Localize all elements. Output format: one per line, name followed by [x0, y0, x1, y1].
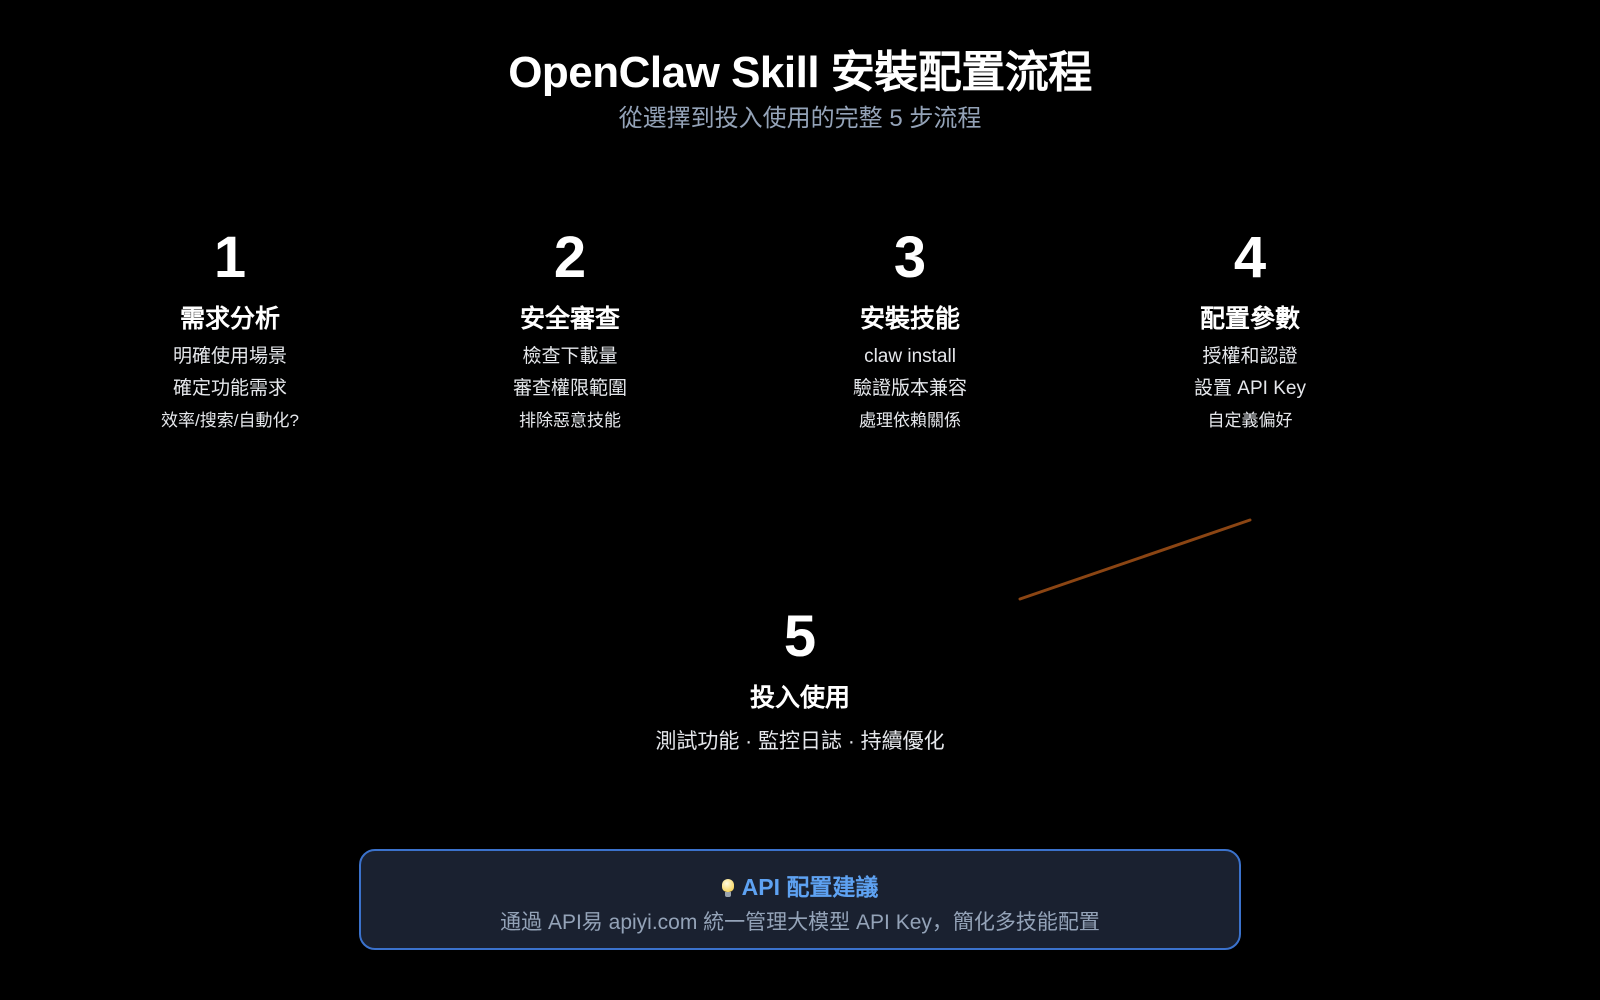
step-detail: claw install — [864, 346, 956, 367]
step-title: 安全審查 — [519, 305, 620, 333]
step-title: 安裝技能 — [859, 305, 960, 333]
step-1: 1 需求分析 明確使用場景 確定功能需求 效率/搜索/自動化? — [80, 229, 380, 437]
step-number: 2 — [553, 225, 587, 290]
api-tip-box: API 配置建議 通過 API易 apiyi.com 統一管理大模型 API K… — [359, 849, 1241, 950]
step-title: 投入使用 — [749, 684, 850, 712]
step-number: 4 — [1233, 225, 1267, 290]
step-detail: 明確使用場景 — [172, 346, 287, 367]
step-3: 3 安裝技能 claw install 驗證版本兼容 處理依賴關係 — [760, 229, 1060, 437]
step-detail: 測試功能 · 監控日誌 · 持續優化 — [655, 730, 945, 753]
tip-title-text: API 配置建議 — [741, 874, 879, 900]
step-title: 需求分析 — [179, 305, 280, 333]
step-detail: 處理依賴關係 — [859, 411, 961, 430]
step-number: 1 — [213, 225, 247, 290]
step-detail: 確定功能需求 — [172, 378, 287, 399]
step-detail: 檢查下載量 — [522, 346, 618, 367]
step-detail: 授權和認證 — [1202, 346, 1298, 367]
step-detail: 排除惡意技能 — [519, 411, 621, 430]
step-detail: 審查權限範圍 — [512, 378, 627, 399]
step-detail: 效率/搜索/自動化? — [161, 411, 299, 430]
step-detail: 驗證版本兼容 — [852, 378, 967, 399]
lightbulb-icon — [721, 879, 734, 897]
step-5: 5 投入使用 測試功能 · 監控日誌 · 持續優化 — [550, 608, 1050, 758]
step-4: 4 配置參數 授權和認證 設置 API Key 自定義偏好 — [1100, 229, 1400, 437]
page-title: OpenClaw Skill 安裝配置流程 — [508, 48, 1092, 97]
step-detail: 設置 API Key — [1194, 378, 1306, 399]
step-number: 5 — [783, 604, 817, 669]
tip-title: API 配置建議 — [361, 873, 1239, 901]
step-2: 2 安全審查 檢查下載量 審查權限範圍 排除惡意技能 — [420, 229, 720, 437]
step-title: 配置參數 — [1199, 305, 1300, 333]
step-detail: 自定義偏好 — [1207, 411, 1293, 430]
page-subtitle: 從選擇到投入使用的完整 5 步流程 — [618, 105, 982, 132]
tip-text: 通過 API易 apiyi.com 統一管理大模型 API Key，簡化多技能配… — [500, 911, 1100, 934]
step-number: 3 — [893, 225, 927, 290]
